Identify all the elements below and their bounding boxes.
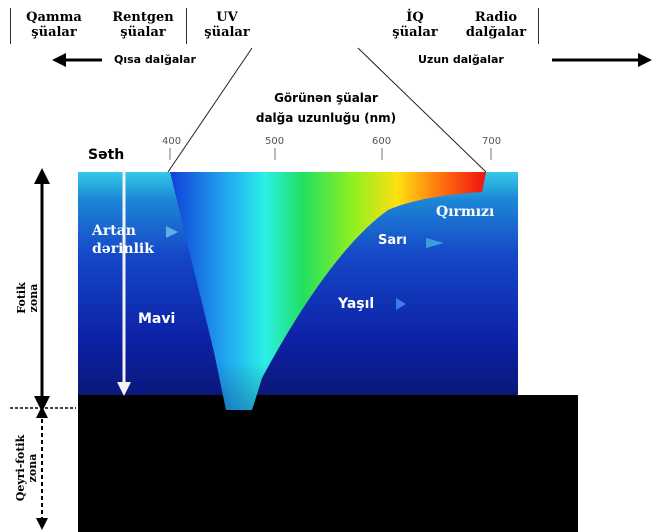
photic-zone-label: Fotik zona [15,268,40,328]
tick-500: 500 [265,136,285,147]
x-rays-label: Rentgen şüalar [112,10,174,40]
surface-label: Səth [88,147,125,163]
tick-600: 600 [372,136,392,147]
gamma-rays-label: Qamma şüalar [26,10,82,40]
short-waves-arrow [52,53,102,67]
tick-700: 700 [482,136,502,147]
tick-400: 400 [162,136,182,147]
blue-label: Mavi [138,311,176,327]
uv-rays-label: UV şüalar [204,10,250,40]
visible-light-title-line-2: dalğa uzunluğu (nm) [255,111,397,125]
increasing-depth-line-1: Artan [92,223,136,239]
short-waves-label: Qısa dalğalar [114,53,196,66]
aphotic-zone-label: Qeyri-fotik zona [14,423,39,513]
yellow-label: Sarı [378,233,408,248]
radio-waves-label: Radio dalğalar [465,10,527,40]
red-label: Qırmızı [436,204,495,220]
visible-light-title-line-1: Görünən şüalar [274,91,378,105]
long-waves-arrow [552,53,652,67]
long-waves-label: Uzun dalğalar [418,53,504,66]
increasing-depth-label: Artan dərinlik [92,222,154,258]
photic-zone-line-2: zona [27,283,40,313]
ir-rays-label: İQ şüalar [392,10,438,40]
visible-light-title: Görünən şüalar dalğa uzunluğu (nm) [226,88,426,128]
green-label: Yaşıl [338,296,375,312]
increasing-depth-line-2: dərinlik [92,241,154,257]
aphotic-zone-line-2: zona [26,453,39,483]
